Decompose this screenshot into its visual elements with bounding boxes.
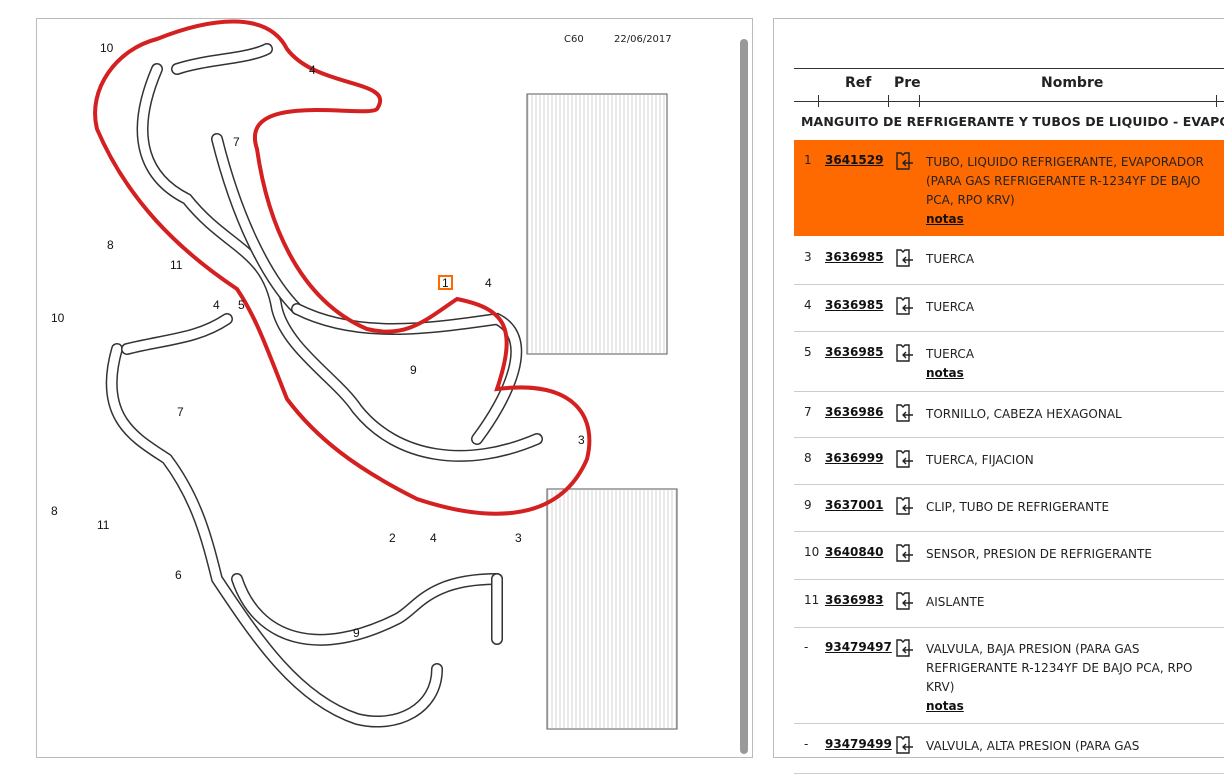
add-to-cart-icon[interactable]: [894, 247, 914, 269]
part-name: AISLANTE: [926, 595, 985, 609]
part-name: SENSOR, PRESION DE REFRIGERANTE: [926, 547, 1152, 561]
table-row[interactable]: 1 3641529 TUBO, LIQUIDO REFRIGERANTE, EV…: [794, 140, 1224, 236]
part-name: TUBO, LIQUIDO REFRIGERANTE, EVAPORADOR (…: [926, 155, 1204, 207]
parts-list-panel: Ref Pre Nombre MANGUITO DE REFRIGERANTE …: [773, 18, 1224, 774]
notes-link[interactable]: notas: [926, 366, 964, 380]
table-row[interactable]: 11 3636983 AISLANTE: [794, 580, 1224, 628]
row-number: -: [804, 640, 809, 654]
callout-9[interactable]: 9: [410, 363, 417, 377]
callout-3[interactable]: 3: [515, 531, 522, 545]
parts-diagram[interactable]: 10 4 7 8 11 10 4 5 1 4 9 7 3 8 11 2 4 3 6 9 C60 22/06/2017: [36, 18, 753, 758]
table-row[interactable]: 4 3636985 TUERCA: [794, 285, 1224, 332]
header-ref: Ref: [845, 75, 872, 91]
highlight-outline: [93, 19, 592, 516]
row-number: 10: [804, 545, 820, 559]
callout-8[interactable]: 8: [51, 504, 58, 518]
row-number: 5: [804, 345, 812, 359]
diagram-date: 22/06/2017: [614, 34, 672, 45]
diagram-scrollbar[interactable]: [740, 39, 748, 754]
add-to-cart-icon[interactable]: [894, 542, 914, 564]
add-to-cart-icon[interactable]: [894, 402, 914, 424]
table-row[interactable]: 10 3640840 SENSOR, PRESION DE REFRIGERAN…: [794, 532, 1224, 580]
callout-5[interactable]: 5: [238, 298, 245, 312]
callout-4[interactable]: 4: [485, 276, 492, 290]
row-number: 1: [804, 153, 812, 167]
part-name: TUERCA: [926, 347, 975, 361]
part-number-link[interactable]: 3640840: [825, 545, 884, 559]
table-row[interactable]: 5 3636985 TUERCA notas: [794, 332, 1224, 392]
row-number: 8: [804, 451, 812, 465]
callout-4[interactable]: 4: [430, 531, 437, 545]
add-to-cart-icon[interactable]: [894, 495, 914, 517]
part-number-link[interactable]: 3636985: [825, 250, 884, 264]
part-number-link[interactable]: 3636986: [825, 405, 884, 419]
add-to-cart-icon[interactable]: [894, 734, 914, 756]
add-to-cart-icon[interactable]: [894, 150, 914, 172]
part-number-link[interactable]: 3636985: [825, 298, 884, 312]
callout-4[interactable]: 4: [213, 298, 220, 312]
header-name: Nombre: [1041, 75, 1104, 91]
callout-8[interactable]: 8: [107, 238, 114, 252]
part-name: VALVULA, BAJA PRESION (PARA GAS REFRIGER…: [926, 642, 1193, 694]
add-to-cart-icon[interactable]: [894, 637, 914, 659]
add-to-cart-icon[interactable]: [894, 590, 914, 612]
header-pre: Pre: [894, 75, 921, 91]
table-header: Ref Pre Nombre: [794, 68, 1224, 107]
section-title: MANGUITO DE REFRIGERANTE Y TUBOS DE LIQU…: [801, 114, 1224, 129]
part-name: TUERCA, FIJACION: [926, 453, 1034, 467]
part-name: TUERCA: [926, 300, 975, 314]
part-number-link[interactable]: 3636985: [825, 345, 884, 359]
callout-2[interactable]: 2: [389, 531, 396, 545]
diagram-illustration: 10 4 7 8 11 10 4 5 1 4 9 7 3 8 11 2 4 3 6 9: [51, 19, 678, 730]
part-number-link[interactable]: 3636983: [825, 593, 884, 607]
table-row[interactable]: - 93479499 VALVULA, ALTA PRESION (PARA G…: [794, 724, 1224, 774]
callout-9[interactable]: 9: [353, 626, 360, 640]
table-row[interactable]: 9 3637001 CLIP, TUBO DE REFRIGERANTE: [794, 485, 1224, 532]
diagram-code: C60: [564, 34, 584, 45]
callout-7[interactable]: 7: [177, 405, 184, 419]
add-to-cart-icon[interactable]: [894, 448, 914, 470]
add-to-cart-icon[interactable]: [894, 342, 914, 364]
callout-11[interactable]: 11: [97, 518, 110, 532]
row-number: 3: [804, 250, 812, 264]
part-name: TUERCA: [926, 252, 975, 266]
callout-4[interactable]: 4: [309, 63, 316, 77]
callout-6[interactable]: 6: [175, 568, 182, 582]
row-number: 7: [804, 405, 812, 419]
row-number: 11: [804, 593, 820, 607]
part-name: VALVULA, ALTA PRESION (PARA GAS: [926, 739, 1140, 753]
part-number-link[interactable]: 93479497: [825, 640, 892, 654]
table-row[interactable]: - 93479497 VALVULA, BAJA PRESION (PARA G…: [794, 627, 1224, 724]
add-to-cart-icon[interactable]: [894, 295, 914, 317]
part-number-link[interactable]: 3637001: [825, 498, 884, 512]
callout-7[interactable]: 7: [233, 135, 240, 149]
selected-callout-box: [438, 275, 453, 290]
table-row[interactable]: 7 3636986 TORNILLO, CABEZA HEXAGONAL: [794, 392, 1224, 438]
table-row[interactable]: 8 3636999 TUERCA, FIJACION: [794, 438, 1224, 485]
callout-10[interactable]: 10: [51, 311, 65, 325]
part-number-link[interactable]: 3641529: [825, 153, 884, 167]
part-number-link[interactable]: 3636999: [825, 451, 884, 465]
row-number: 4: [804, 298, 812, 312]
part-name: CLIP, TUBO DE REFRIGERANTE: [926, 500, 1110, 514]
part-number-link[interactable]: 93479499: [825, 737, 892, 751]
callout-3[interactable]: 3: [578, 433, 585, 447]
callout-11[interactable]: 11: [170, 258, 183, 272]
callout-10[interactable]: 10: [100, 41, 114, 55]
notes-link[interactable]: notas: [926, 699, 964, 713]
row-number: -: [804, 737, 809, 751]
part-name: TORNILLO, CABEZA HEXAGONAL: [926, 407, 1122, 421]
callout-1[interactable]: 1: [442, 276, 449, 290]
notes-link[interactable]: notas: [926, 212, 964, 226]
table-row[interactable]: 3 3636985 TUERCA: [794, 237, 1224, 285]
row-number: 9: [804, 498, 812, 512]
